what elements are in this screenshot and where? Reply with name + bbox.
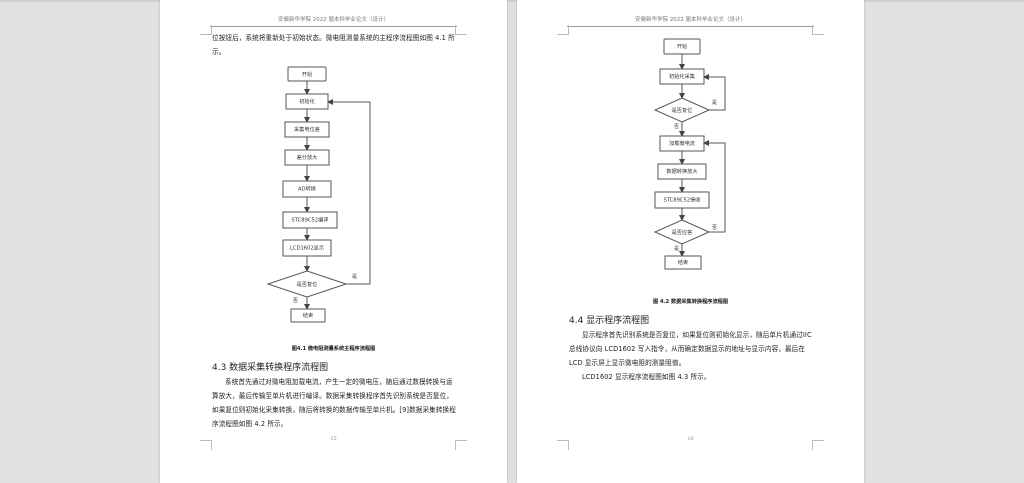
svg-text:是: 是	[712, 100, 717, 106]
margin-corner-mark	[455, 25, 467, 35]
flow-node-end: 结束	[664, 255, 702, 270]
page-header: 安徽新华学院 2022 届本科毕业论文（设计）	[278, 17, 389, 23]
margin-corner-mark	[557, 25, 569, 35]
svg-text:差分放大: 差分放大	[297, 153, 318, 161]
flow-node-init-collect: 初始化采集	[659, 68, 705, 85]
flow-node-convert-amplify: 数据转换放大	[657, 163, 707, 180]
svg-text:开始: 开始	[302, 70, 313, 78]
flow-node-end: 结束	[290, 308, 326, 323]
svg-text:STC89C52接收: STC89C52接收	[664, 196, 701, 204]
page-number: 15	[330, 436, 337, 442]
document-page-16: 安徽新华学院 2022 届本科毕业论文（设计） 开始 初始化采集 是否复位 是 …	[517, 0, 864, 483]
svg-text:LCD1602显示: LCD1602显示	[290, 245, 324, 252]
flow-decision-ack: 是否应答	[653, 219, 711, 245]
svg-text:是否复位: 是否复位	[297, 280, 318, 288]
svg-text:否: 否	[293, 298, 298, 304]
main-program-flowchart: 开始 初始化 采集电位差 差分放大 AD转换 STC89C52编译	[266, 66, 371, 323]
header-rule	[567, 26, 814, 27]
svg-text:初始化采集: 初始化采集	[669, 72, 696, 80]
svg-text:结束: 结束	[303, 311, 313, 319]
document-page-15: 安徽新华学院 2022 届本科毕业论文（设计） 位按钮后，系统将重新处于初始状态…	[160, 0, 507, 483]
data-acquisition-flowchart: 开始 初始化采集 是否复位 是 否 加载微电流 数据转换放大 STC89C52接…	[653, 38, 726, 270]
flow-node-compile: STC89C52编译	[282, 211, 338, 229]
flow-node-start: 开始	[287, 66, 327, 82]
flow-decision-reset: 是否复位	[653, 97, 711, 123]
margin-corner-mark	[557, 440, 569, 450]
intro-paragraph: 位按钮后，系统将重新处于初始状态。微电阻测量系统的主程序流程图如图 4.1 所示…	[212, 34, 455, 56]
body-paragraph-2: LCD1602 显示程序流程图如图 4.3 所示。	[582, 373, 711, 381]
margin-corner-mark	[812, 440, 824, 450]
body-paragraph: 显示程序首先识别系统是否复位，如果复位则初始化显示，随后单片机通过IIC 总线协…	[569, 331, 812, 367]
flow-node-display: LCD1602显示	[282, 239, 332, 257]
body-paragraph: 系统首先通过对微电阻加载电流，产生一定的微电压，随后通过数模转换与运算放大，最后…	[212, 378, 456, 428]
svg-text:是否复位: 是否复位	[672, 106, 693, 114]
header-rule	[210, 26, 457, 27]
flow-node-receive: STC89C52接收	[654, 191, 710, 209]
flow-decision-reset: 是否复位	[266, 270, 348, 298]
svg-text:否: 否	[674, 124, 679, 130]
page-header: 安徽新华学院 2022 届本科毕业论文（设计）	[635, 17, 746, 23]
margin-corner-mark	[200, 25, 212, 35]
margin-corner-mark	[455, 440, 467, 450]
svg-text:是否应答: 是否应答	[672, 228, 694, 236]
svg-text:加载微电流: 加载微电流	[669, 139, 695, 147]
svg-text:数据转换放大: 数据转换放大	[666, 167, 697, 175]
margin-corner-mark	[200, 440, 212, 450]
section-heading: 4.3 数据采集转换程序流程图	[212, 363, 329, 373]
svg-text:开始: 开始	[677, 42, 688, 50]
svg-text:否: 否	[712, 225, 717, 231]
figure-caption: 图 4.2 数据采集转换程序流程图	[652, 299, 729, 305]
flow-node-load-current: 加载微电流	[659, 135, 705, 152]
viewer-top-edge	[0, 0, 1024, 2]
svg-text:采集电位差: 采集电位差	[294, 125, 320, 133]
flow-node-amplify: 差分放大	[284, 149, 330, 166]
svg-text:STC89C52编译: STC89C52编译	[292, 216, 330, 224]
svg-text:是: 是	[352, 274, 357, 280]
flow-node-init: 初始化	[285, 93, 329, 110]
flow-node-start: 开始	[663, 38, 701, 55]
section-heading: 4.4 显示程序流程图	[569, 316, 650, 326]
svg-text:结束: 结束	[678, 258, 688, 266]
svg-text:是: 是	[674, 246, 679, 252]
flow-node-ad-convert: AD转换	[282, 180, 332, 198]
svg-text:AD转换: AD转换	[298, 185, 317, 193]
figure-caption: 图4.1 微电阻测量系统主程序流程图	[291, 346, 376, 352]
svg-text:初始化: 初始化	[299, 97, 315, 105]
flow-node-collect: 采集电位差	[284, 121, 330, 138]
margin-corner-mark	[812, 25, 824, 35]
page-number: 16	[687, 436, 694, 442]
